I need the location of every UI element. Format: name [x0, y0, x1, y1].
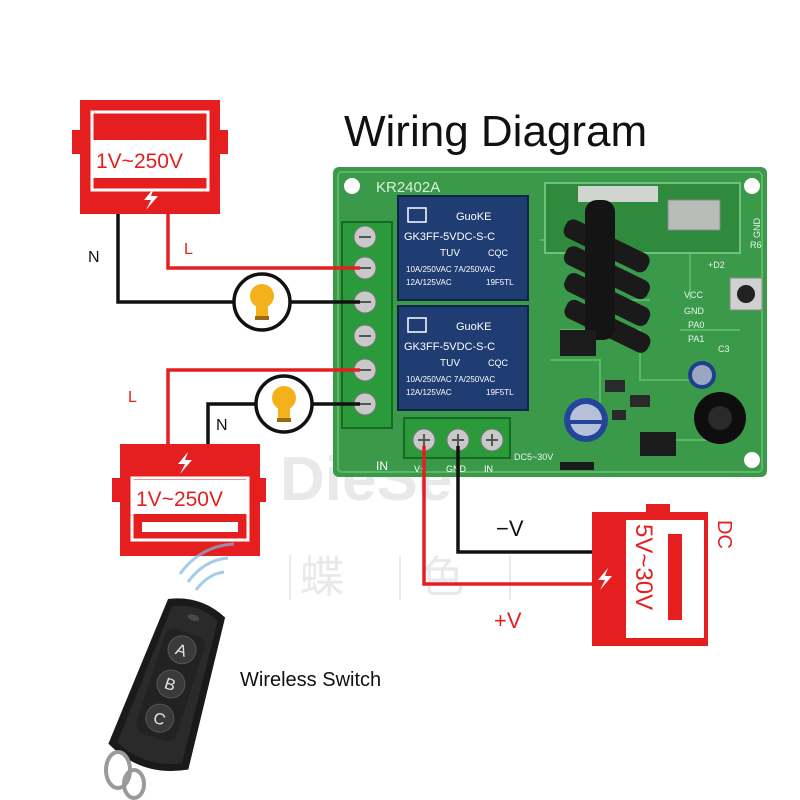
- relay-2-rating1: 10A/250VAC 7A/250VAC: [406, 375, 495, 384]
- pin-vplus: V+: [414, 464, 425, 474]
- wire-bottom-l: [166, 368, 360, 444]
- lamp-top-bulb-icon: [250, 284, 274, 320]
- board-model: KR2402A: [376, 179, 440, 196]
- top-supply-bolt-icon: [144, 188, 158, 210]
- wire-bottom-n: [206, 402, 256, 444]
- ic-chip-2: [640, 432, 676, 456]
- capacitor-small: [688, 361, 716, 389]
- wire-top-l: [166, 214, 360, 270]
- diode: [560, 462, 594, 470]
- relay-2-cqc: CQC: [488, 358, 509, 368]
- remote-button-c: C: [145, 703, 175, 733]
- ic-chip-1: [560, 330, 596, 356]
- relay-1-rating2: 12A/125VAC: [406, 278, 452, 287]
- relay-1-brand: GuoKE: [456, 211, 491, 223]
- relay-1-cert: TUV: [440, 248, 460, 259]
- svg-text:C: C: [151, 710, 167, 730]
- relay-1: GuoKE GK3FF-5VDC-S-C TUV CQC 10A/250VAC …: [397, 195, 529, 301]
- remote-button-a: A: [167, 635, 197, 665]
- relay-2-code: 19F5TL: [486, 388, 514, 397]
- wire-dc-minus: [456, 446, 592, 554]
- label-minus-v: −V: [496, 516, 524, 541]
- lamp-top: [232, 272, 292, 332]
- silk-gnd-top: GND: [752, 218, 762, 239]
- label-top-n: N: [88, 249, 100, 266]
- relay-2-rating2: 12A/125VAC: [406, 388, 452, 397]
- silk-d2: +D2: [708, 260, 725, 270]
- silk-in: IN: [376, 459, 388, 473]
- capacitor-large: [564, 398, 608, 442]
- silk-c3: C3: [718, 344, 730, 354]
- bottom-ac-supply: 1V~250V: [112, 444, 266, 556]
- svg-text:B: B: [162, 675, 177, 694]
- antenna-coil: [563, 200, 651, 353]
- signal-waves-icon: [178, 542, 235, 591]
- wires: [116, 214, 592, 586]
- silk-pa1: PA1: [688, 334, 704, 344]
- relay-2-brand: GuoKE: [456, 321, 491, 333]
- relay-1-cqc: CQC: [488, 248, 509, 258]
- label-plus-v: +V: [494, 608, 522, 633]
- pin-in: IN: [484, 464, 493, 474]
- bottom-supply-label-bg: [132, 480, 248, 514]
- dc-label: DC: [713, 520, 735, 549]
- lamp-bottom: [254, 374, 314, 434]
- dc-supply-bolt-icon: [598, 568, 612, 590]
- remote-control: A B C: [104, 542, 235, 800]
- relay-1-code: 19F5TL: [486, 278, 514, 287]
- wire-top-n: [116, 214, 234, 304]
- silk-vcc: VCC: [684, 290, 704, 300]
- bottom-supply-bolt-icon: [178, 452, 192, 474]
- wire-dc-plus: [422, 446, 592, 586]
- learn-button: [729, 277, 763, 311]
- diagram-title: Wiring Diagram: [344, 107, 647, 156]
- terminal-screws: [353, 225, 377, 416]
- top-supply-voltage: 1V~250V: [96, 150, 183, 173]
- relay-2-cert: TUV: [440, 358, 460, 369]
- remote-caption: Wireless Switch: [240, 669, 381, 691]
- silk-gnd: GND: [684, 306, 705, 316]
- dc-supply-voltage: 5V~30V: [630, 524, 657, 610]
- silk-pa0: PA0: [688, 320, 704, 330]
- relay-board: KR2402A: [333, 167, 767, 477]
- bottom-supply-voltage: 1V~250V: [136, 488, 223, 511]
- top-supply-label-bg: [92, 140, 208, 178]
- label-top-l: L: [184, 241, 193, 258]
- inductor: [694, 392, 746, 444]
- lamp-bottom-bulb-icon: [272, 386, 296, 422]
- relay-1-rating1: 10A/250VAC 7A/250VAC: [406, 265, 495, 274]
- silk-r6: R6: [750, 240, 762, 250]
- watermark-char-1: 蝶: [300, 553, 344, 602]
- relay-2-part: GK3FF-5VDC-S-C: [404, 341, 495, 353]
- relay-1-part: GK3FF-5VDC-S-C: [404, 231, 495, 243]
- keyring-icon: [104, 750, 146, 800]
- output-terminal-block: [341, 221, 393, 429]
- top-ac-supply: 1V~250V: [72, 100, 228, 214]
- relay-2: GuoKE GK3FF-5VDC-S-C TUV CQC 10A/250VAC …: [397, 305, 529, 411]
- watermark-char-2: 色: [420, 553, 464, 602]
- dc-supply: 5V~30V DC: [592, 504, 735, 646]
- label-bottom-l: L: [128, 389, 137, 406]
- remote-button-b: B: [156, 669, 186, 699]
- silk-dc-range: DC5~30V: [514, 452, 553, 462]
- label-bottom-n: N: [216, 417, 228, 434]
